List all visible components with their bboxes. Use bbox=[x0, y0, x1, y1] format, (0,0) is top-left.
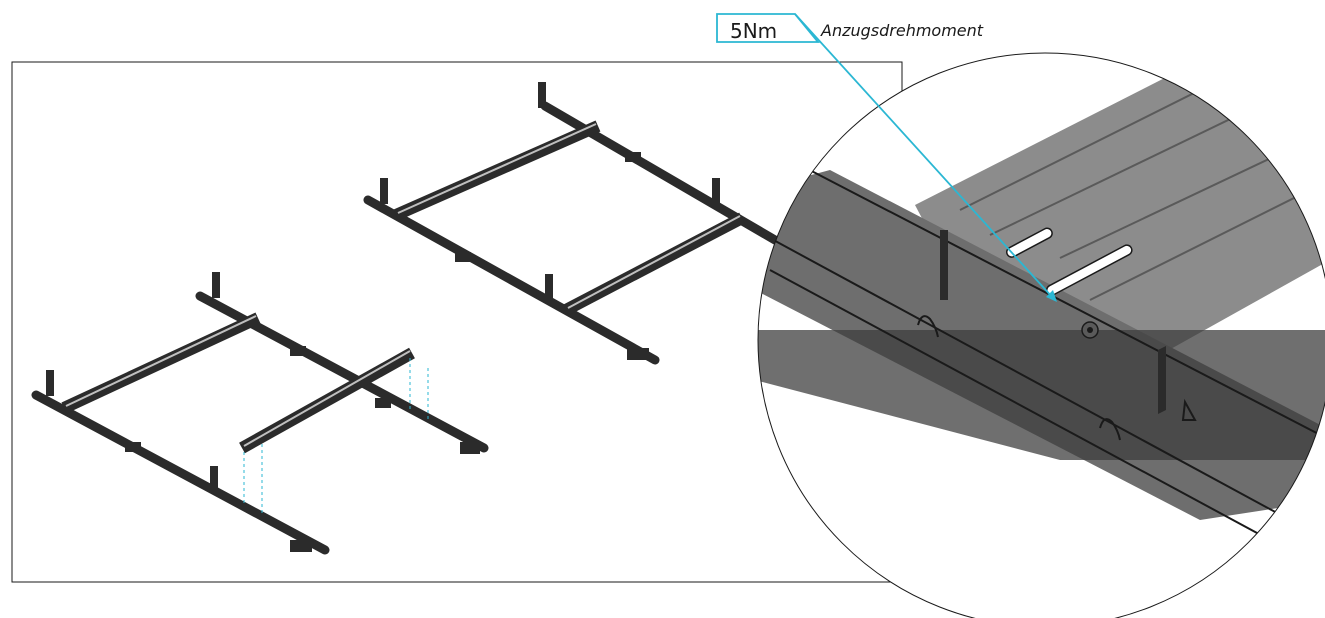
detail-circle-outline bbox=[757, 52, 1325, 618]
rear-cross-profile-2-groove bbox=[567, 215, 741, 309]
detail-profile-wall-right bbox=[1158, 346, 1166, 414]
detail-profile-wall bbox=[940, 230, 948, 300]
front-cross-profile-2-lifted bbox=[239, 347, 415, 454]
overview-frame bbox=[11, 61, 903, 583]
detail-rail-shadow bbox=[758, 330, 1325, 460]
torque-callout bbox=[716, 13, 1057, 302]
rear-cross-profile-2 bbox=[563, 212, 745, 316]
torque-value-label: 5Nm bbox=[730, 19, 778, 43]
front-frame-assembly bbox=[31, 272, 489, 555]
torque-callout-box bbox=[716, 13, 820, 43]
front-cross-profile-1-groove bbox=[65, 315, 257, 407]
front-base-rail-left bbox=[31, 390, 330, 555]
torque-caption-label: Anzugsdrehmoment bbox=[821, 21, 984, 40]
front-cross-profile-2-groove bbox=[243, 350, 411, 447]
detail-rail-edges bbox=[758, 164, 1325, 541]
torque-callout-arrowhead bbox=[1046, 290, 1057, 302]
rear-cross-profile-1 bbox=[393, 120, 601, 221]
detail-view bbox=[757, 52, 1325, 618]
detail-hook-clips bbox=[917, 315, 1197, 441]
placement-guide-lines bbox=[243, 358, 429, 515]
rear-rail-clamps bbox=[455, 152, 649, 360]
rear-base-rail-left bbox=[363, 195, 660, 365]
detail-bolt bbox=[1081, 321, 1099, 339]
rear-frame-assembly bbox=[363, 82, 780, 365]
rear-cross-profile-1-groove bbox=[397, 123, 597, 214]
front-rail-clamps bbox=[125, 346, 480, 552]
front-cross-profile-1 bbox=[61, 312, 261, 414]
front-roof-hooks bbox=[46, 272, 220, 492]
rear-roof-hooks bbox=[380, 82, 720, 300]
torque-callout-leader bbox=[794, 13, 1054, 299]
